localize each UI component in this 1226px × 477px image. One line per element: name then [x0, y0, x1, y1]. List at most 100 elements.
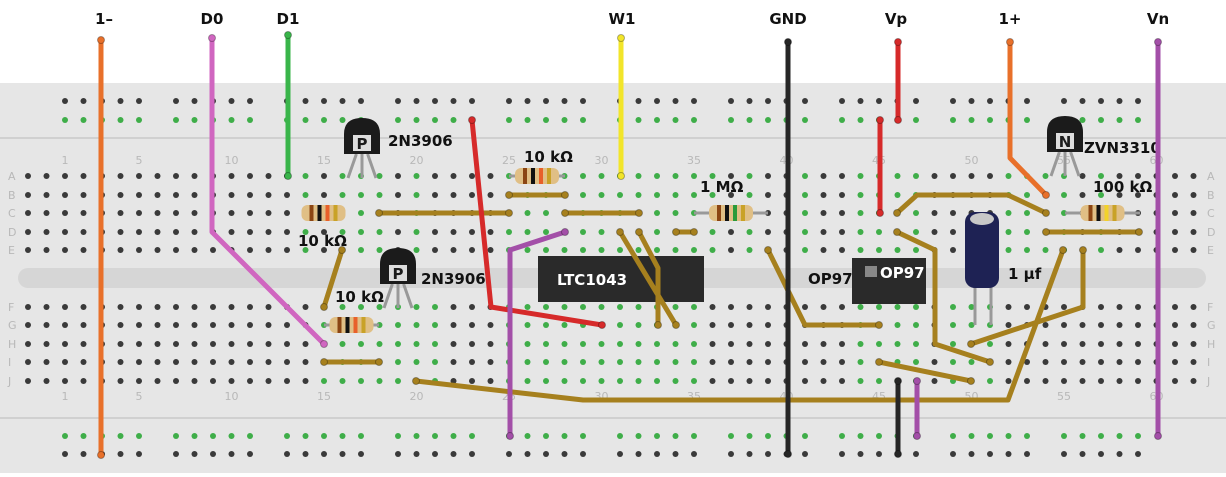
hole — [894, 173, 901, 179]
hole — [247, 247, 253, 253]
hole — [1005, 210, 1012, 216]
transistor-label: ZVN3310 — [1084, 139, 1161, 157]
hole — [80, 359, 87, 365]
terminal-label: GND — [769, 10, 806, 28]
hole — [746, 304, 753, 310]
rail-hole — [876, 433, 882, 439]
hole — [672, 247, 679, 253]
rail-hole — [469, 98, 475, 104]
hole — [987, 173, 993, 179]
hole — [746, 378, 753, 384]
hole — [1061, 378, 1067, 384]
hole — [154, 247, 161, 253]
rail-hole — [913, 117, 919, 123]
row-letter: J — [7, 375, 11, 388]
wire-end — [967, 340, 975, 348]
hole — [580, 341, 586, 347]
hole — [43, 173, 50, 179]
hole — [1024, 247, 1030, 253]
hole — [43, 229, 50, 235]
resistor: 10 kΩ — [298, 205, 347, 250]
hole — [469, 304, 475, 310]
hole — [339, 341, 346, 347]
hole — [487, 247, 494, 253]
hole — [672, 173, 679, 179]
hole — [561, 247, 568, 253]
row-letter: E — [8, 244, 15, 257]
resistor-label: 10 kΩ — [298, 232, 347, 250]
hole — [191, 247, 198, 253]
hole — [561, 304, 568, 310]
hole — [709, 322, 716, 328]
rail-hole — [580, 451, 586, 457]
rail-hole — [839, 98, 845, 104]
column-number: 55 — [1057, 390, 1071, 403]
rail-hole — [617, 433, 623, 439]
rail-hole — [968, 98, 975, 104]
resistor-label: 10 kΩ — [524, 148, 573, 166]
hole — [968, 359, 975, 365]
hole — [1079, 341, 1086, 347]
jumper-wire — [894, 192, 1049, 216]
transistor-badge — [389, 265, 407, 281]
hole — [136, 378, 142, 384]
hole — [1024, 378, 1030, 384]
hole — [635, 359, 642, 365]
rail-hole — [506, 451, 512, 457]
hole — [1190, 341, 1197, 347]
rail-hole — [432, 117, 438, 123]
hole — [173, 247, 179, 253]
rail-hole — [839, 451, 845, 457]
red-wire — [469, 117, 605, 328]
hole — [395, 341, 401, 347]
hole — [284, 378, 290, 384]
transistor-badge — [353, 135, 371, 151]
wire-end — [690, 228, 698, 236]
hole — [580, 378, 586, 384]
rail-hole — [1061, 451, 1067, 457]
hole — [154, 304, 161, 310]
hole — [265, 304, 272, 310]
hole — [728, 378, 734, 384]
rail-hole — [691, 451, 697, 457]
hole — [672, 378, 679, 384]
hole — [469, 229, 475, 235]
hole — [580, 359, 586, 365]
rail-hole — [802, 117, 808, 123]
resistor-label: 100 kΩ — [1093, 178, 1153, 196]
wire-end — [986, 358, 994, 366]
column-number: 30 — [595, 154, 609, 167]
wire-end — [1006, 38, 1014, 46]
terminal-label: Vp — [885, 10, 908, 28]
hole — [1042, 341, 1049, 347]
hole — [931, 229, 938, 235]
hole — [598, 304, 605, 310]
wire-end — [505, 191, 513, 199]
hole — [746, 341, 753, 347]
rail-hole — [691, 433, 697, 439]
hole — [136, 210, 142, 216]
hole — [913, 210, 919, 216]
hole — [117, 341, 124, 347]
hole — [709, 359, 716, 365]
hole — [765, 229, 771, 235]
hole — [598, 173, 605, 179]
hole — [1042, 322, 1049, 328]
wire-end — [561, 209, 569, 217]
rail-hole — [432, 433, 438, 439]
hole — [709, 229, 716, 235]
hole — [154, 210, 161, 216]
hole — [617, 247, 623, 253]
hole — [1190, 378, 1197, 384]
hole — [617, 378, 623, 384]
hole — [802, 173, 808, 179]
hole — [339, 378, 346, 384]
hole — [1172, 247, 1178, 253]
rail-hole — [968, 117, 975, 123]
hole — [709, 304, 716, 310]
hole — [1005, 322, 1012, 328]
hole — [302, 229, 309, 235]
rail-hole — [765, 98, 771, 104]
hole — [210, 304, 216, 310]
ic-label: OP97 — [880, 264, 925, 282]
